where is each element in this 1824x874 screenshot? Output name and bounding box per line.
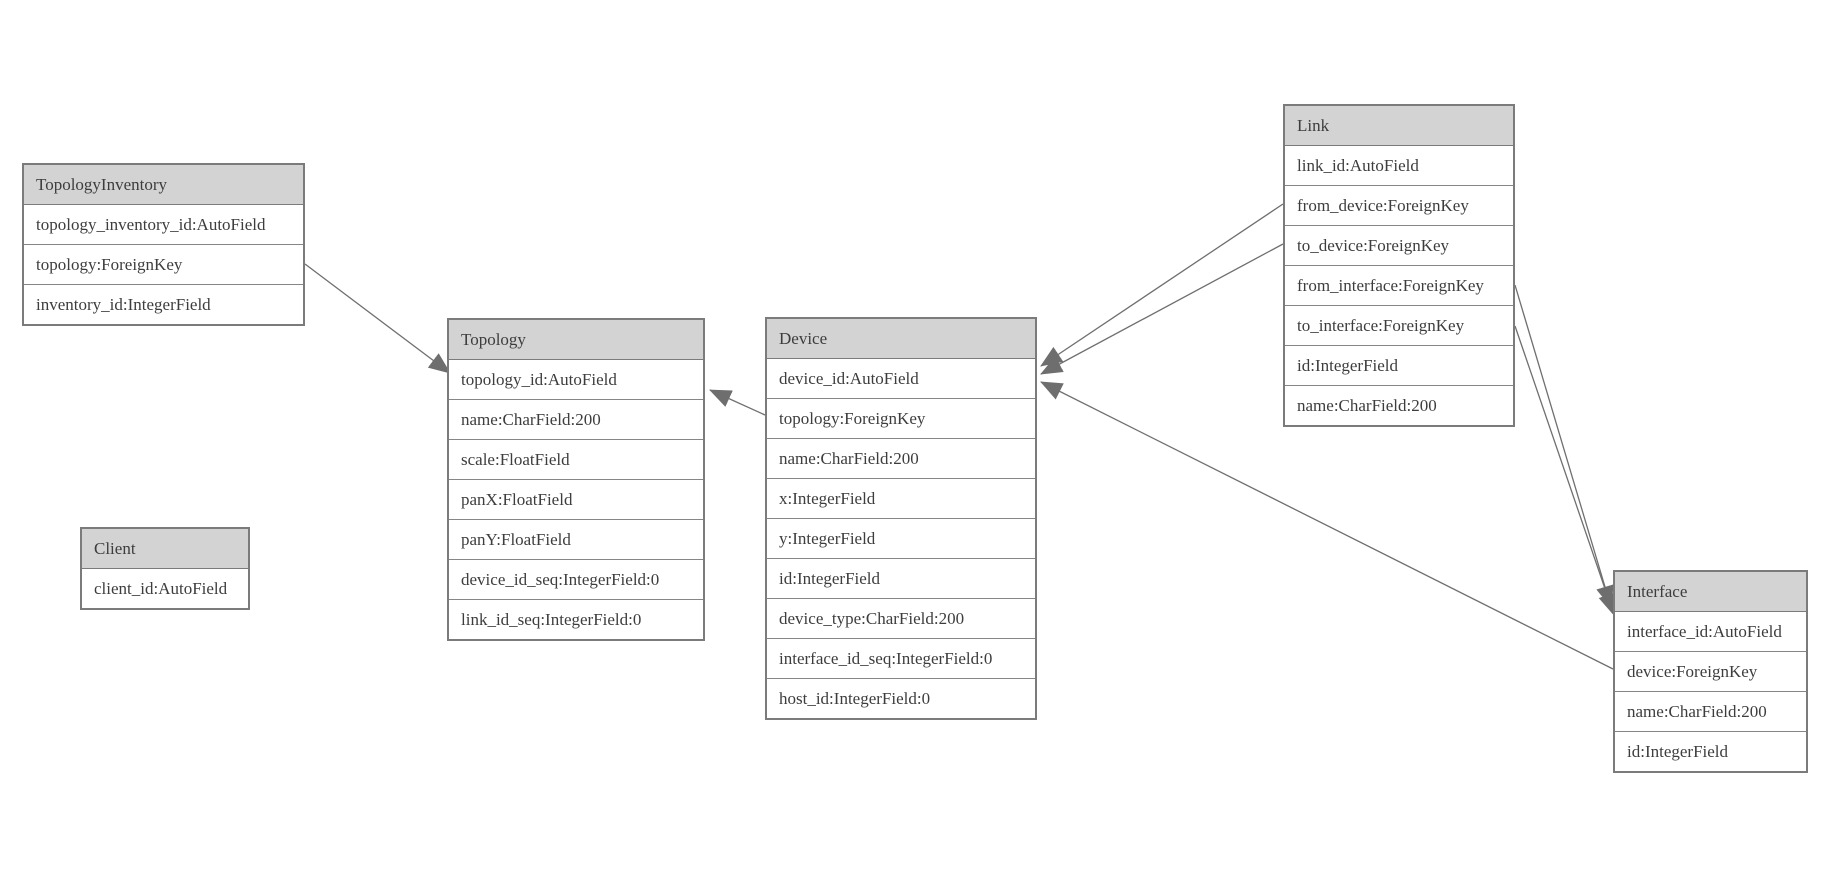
entity-field-row: inventory_id:IntegerField xyxy=(24,284,303,324)
entity-field-row: device_id_seq:IntegerField:0 xyxy=(449,559,703,599)
entity-field-row: id:IntegerField xyxy=(1285,345,1513,385)
entity-field-row: name:CharField:200 xyxy=(767,438,1035,478)
entity-title: Client xyxy=(82,529,248,569)
entity-field-row: client_id:AutoField xyxy=(82,569,248,608)
entity-field-row: interface_id_seq:IntegerField:0 xyxy=(767,638,1035,678)
entity-field-row: name:CharField:200 xyxy=(1285,385,1513,425)
entity-field-row: from_interface:ForeignKey xyxy=(1285,265,1513,305)
entity-field-row: scale:FloatField xyxy=(449,439,703,479)
entity-field-row: name:CharField:200 xyxy=(449,399,703,439)
entity-field-row: device_type:CharField:200 xyxy=(767,598,1035,638)
entity-field-row: topology_inventory_id:AutoField xyxy=(24,205,303,244)
entity-title: Link xyxy=(1285,106,1513,146)
relation-link-from-device-to-device xyxy=(1040,203,1284,367)
relation-link-to-device-to-device xyxy=(1040,243,1284,375)
entity-field-row: topology_id:AutoField xyxy=(449,360,703,399)
entity-field-row: to_device:ForeignKey xyxy=(1285,225,1513,265)
entity-field-row: y:IntegerField xyxy=(767,518,1035,558)
relation-link-from-interface-to-interface xyxy=(1514,284,1614,608)
entity-title: TopologyInventory xyxy=(24,165,303,205)
entity-field-row: device:ForeignKey xyxy=(1615,651,1806,691)
entity-client: Client client_id:AutoField xyxy=(80,527,250,610)
entity-field-row: from_device:ForeignKey xyxy=(1285,185,1513,225)
entity-title: Interface xyxy=(1615,572,1806,612)
entity-field-row: name:CharField:200 xyxy=(1615,691,1806,731)
entity-field-row: topology:ForeignKey xyxy=(24,244,303,284)
entity-field-row: x:IntegerField xyxy=(767,478,1035,518)
entity-field-row: interface_id:AutoField xyxy=(1615,612,1806,651)
entity-field-row: id:IntegerField xyxy=(767,558,1035,598)
entity-field-row: panY:FloatField xyxy=(449,519,703,559)
entity-field-row: link_id_seq:IntegerField:0 xyxy=(449,599,703,639)
entity-topologyinventory: TopologyInventory topology_inventory_id:… xyxy=(22,163,305,326)
entity-field-row: panX:FloatField xyxy=(449,479,703,519)
entity-title: Topology xyxy=(449,320,703,360)
entity-field-row: topology:ForeignKey xyxy=(767,398,1035,438)
relation-interface-device-to-device xyxy=(1040,381,1614,670)
entity-field-row: link_id:AutoField xyxy=(1285,146,1513,185)
entity-field-row: to_interface:ForeignKey xyxy=(1285,305,1513,345)
relation-link-to-interface-to-interface xyxy=(1514,325,1616,616)
entity-field-row: device_id:AutoField xyxy=(767,359,1035,398)
relation-topologyinventory-topology-to-topology xyxy=(304,263,451,374)
relation-device-topology-to-topology xyxy=(709,389,766,416)
entity-field-row: host_id:IntegerField:0 xyxy=(767,678,1035,718)
entity-field-row: id:IntegerField xyxy=(1615,731,1806,771)
entity-title: Device xyxy=(767,319,1035,359)
